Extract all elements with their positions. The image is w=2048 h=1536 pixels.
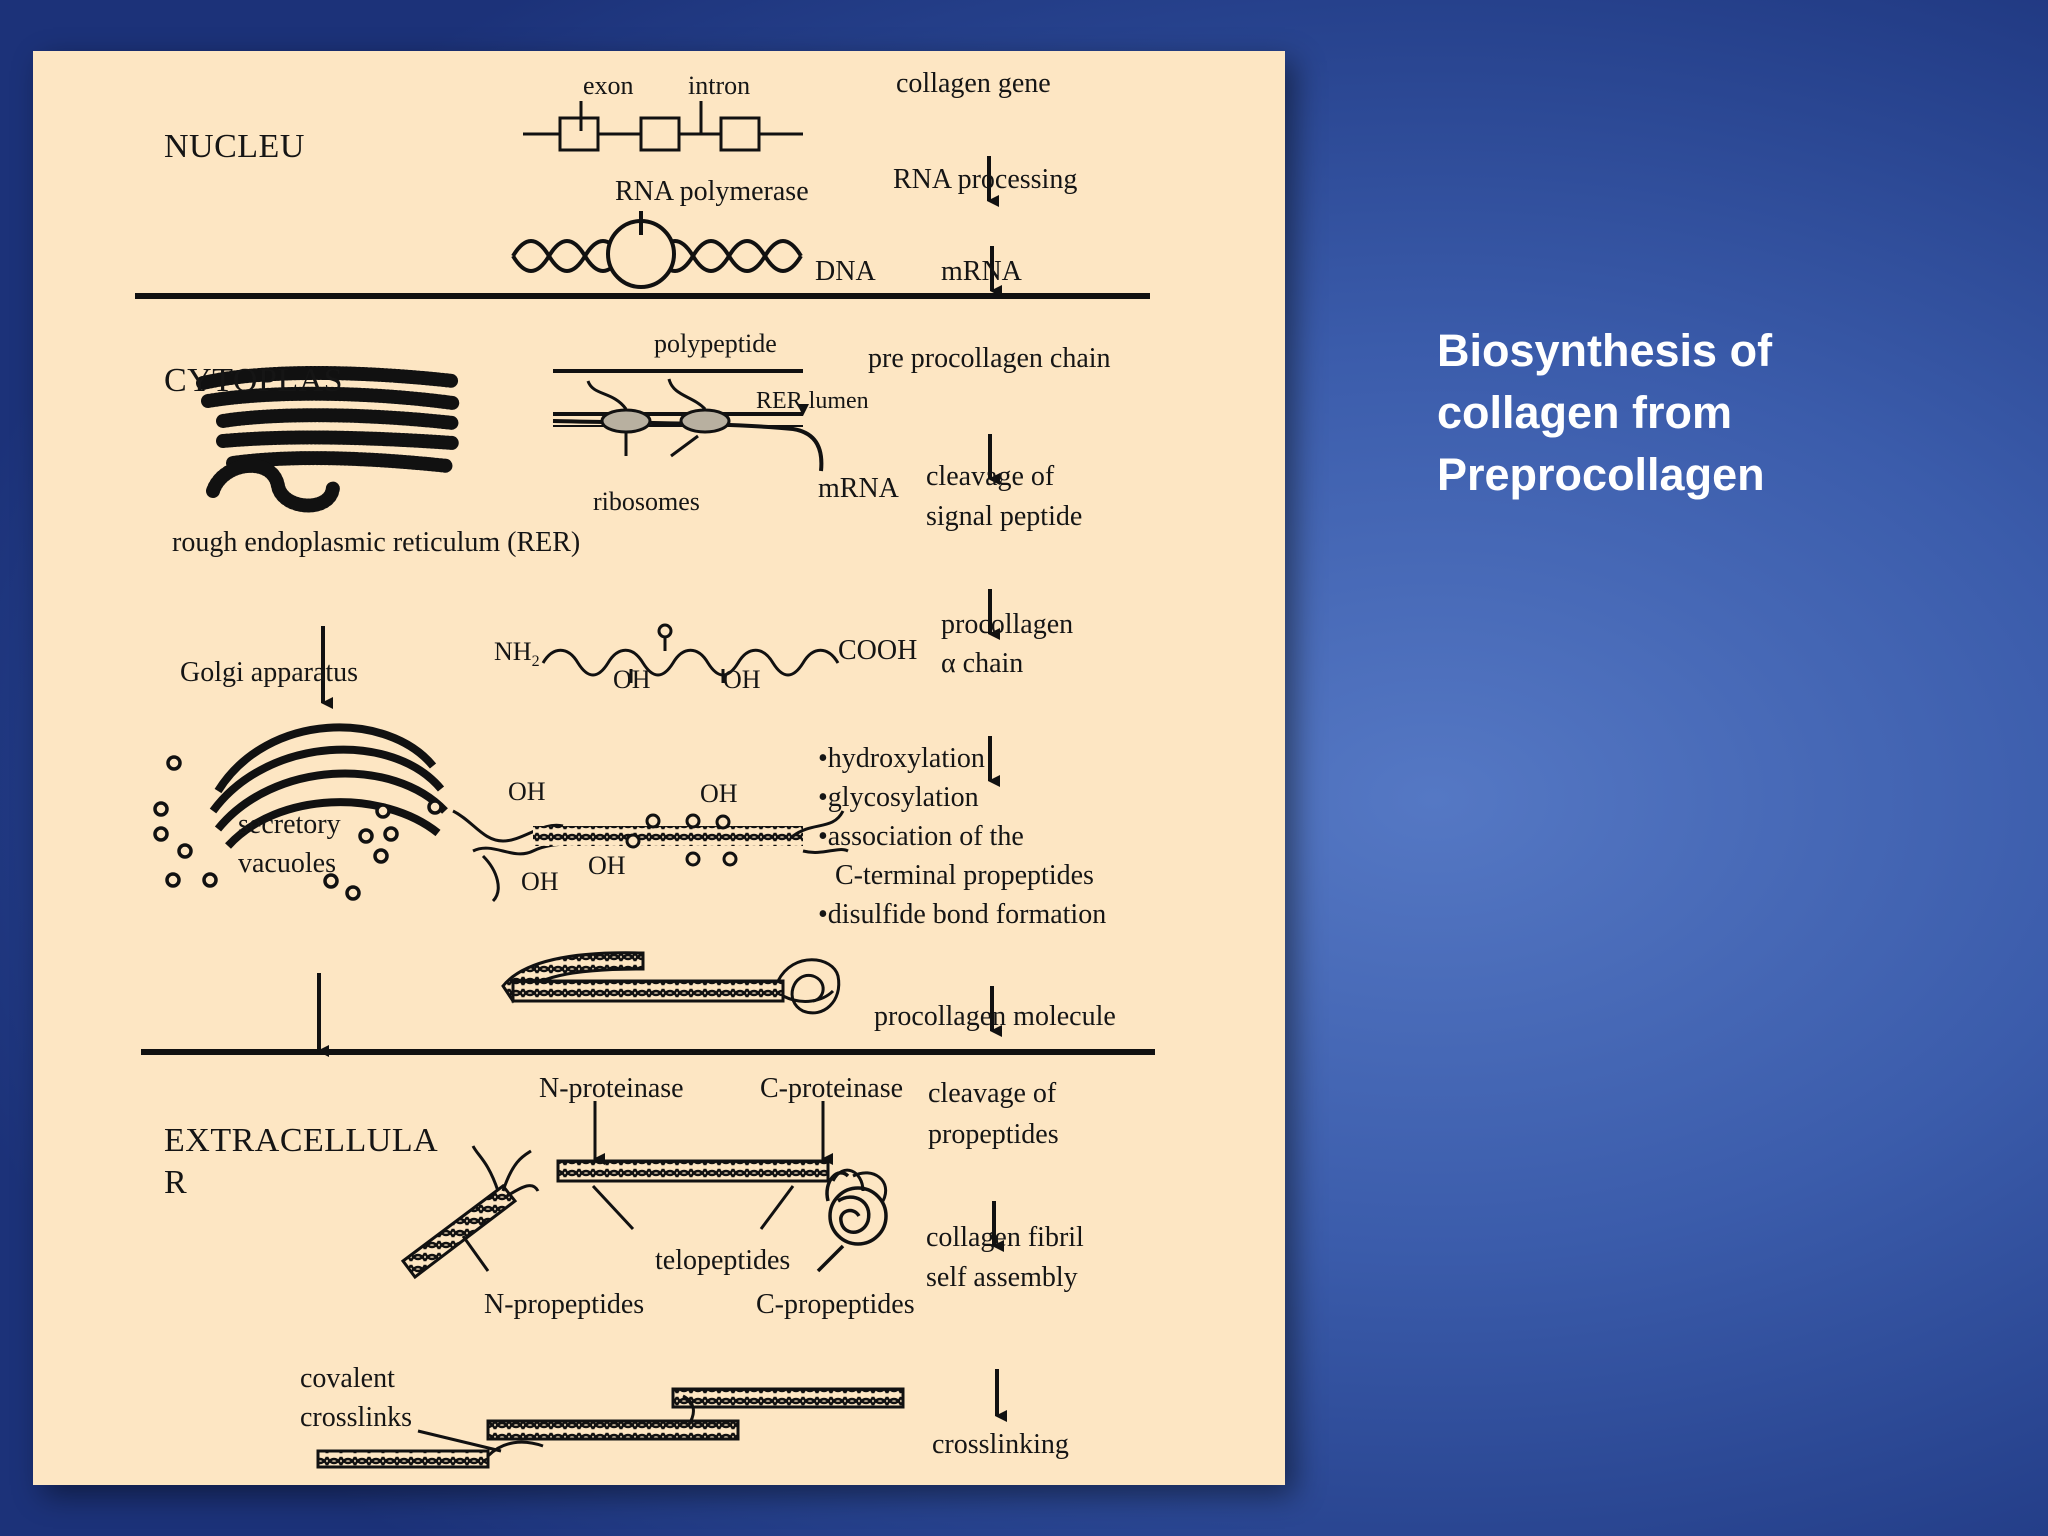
label-rna-polymerase: RNA polymerase xyxy=(615,176,809,207)
label-rer: rough endoplasmic reticulum (RER) xyxy=(172,527,581,558)
label-oh-2: OH xyxy=(723,665,761,694)
label-cleavage-signal-1: cleavage of xyxy=(926,461,1055,492)
label-polypeptide: polypeptide xyxy=(654,329,777,358)
label-pre-procollagen-chain: pre procollagen chain xyxy=(868,343,1111,374)
label-crosslinks: crosslinks xyxy=(300,1402,412,1433)
slide-title: Biosynthesis of collagen from Preprocoll… xyxy=(1437,320,1997,506)
label-procollagen-alpha-2: α chain xyxy=(941,648,1024,679)
label-telopeptides: telopeptides xyxy=(655,1245,791,1276)
label-oh-1: OH xyxy=(613,665,651,694)
rer-shape xyxy=(196,366,460,513)
label-c-propeptides: C-propeptides xyxy=(756,1289,915,1320)
label-oh-5: OH xyxy=(588,851,626,880)
label-secretory: secretory xyxy=(238,809,341,840)
label-cleavage-signal-2: signal peptide xyxy=(926,501,1083,532)
label-cooh: COOH xyxy=(838,635,918,666)
golgi-shape xyxy=(209,723,448,849)
label-collagen-fibril-1: collagen fibril xyxy=(926,1222,1084,1253)
label-nh2-sub: 2 xyxy=(531,653,540,671)
label-oh-4: OH xyxy=(700,779,738,808)
label-rna-processing: RNA processing xyxy=(893,164,1078,195)
n-propeptide-strand xyxy=(400,1145,540,1280)
label-collagen-gene: collagen gene xyxy=(896,68,1051,99)
label-procollagen-molecule: procollagen molecule xyxy=(874,1001,1116,1032)
label-nh2-text: NH xyxy=(494,637,532,666)
label-procollagen-alpha-1: procollagen xyxy=(941,609,1074,640)
label-intron: intron xyxy=(688,71,751,100)
slide-title-line-1: Biosynthesis of xyxy=(1437,325,1773,376)
label-oh-3: OH xyxy=(508,777,546,806)
alpha-chain xyxy=(541,623,840,683)
section-cytoplasm: CYTOPLAS xyxy=(164,362,344,399)
label-mrna-top: mRNA xyxy=(941,256,1022,287)
label-exon: exon xyxy=(583,71,634,100)
label-covalent: covalent xyxy=(300,1363,395,1394)
slide-title-line-3: Preprocollagen xyxy=(1437,449,1765,500)
c-propeptide-globule xyxy=(816,1171,888,1273)
triple-helix-formation xyxy=(452,809,849,903)
pathway-arrows xyxy=(987,156,1007,1422)
label-association: •association of the xyxy=(818,821,1024,852)
ribosome-diagram xyxy=(552,369,824,472)
left-arrows xyxy=(317,626,333,1057)
section-nucleus: NUCLEU xyxy=(164,128,305,165)
secretory-vacuoles xyxy=(153,755,443,901)
label-c-terminal: C-terminal propeptides xyxy=(835,860,1094,891)
diagram-panel: NUCLEU CYTOPLAS EXTRACELLULA R exon intr… xyxy=(33,51,1285,1485)
section-extracellular-cont: R xyxy=(164,1164,188,1201)
label-collagen-fibril-2: self assembly xyxy=(926,1262,1078,1293)
diagram-graphics xyxy=(135,101,1155,1469)
label-c-proteinase: C-proteinase xyxy=(760,1073,904,1104)
label-cleavage-propeptides-1: cleavage of xyxy=(928,1078,1057,1109)
label-vacuoles: vacuoles xyxy=(238,848,336,879)
label-oh-6: OH xyxy=(521,867,559,896)
gene-diagram xyxy=(523,101,803,152)
label-mrna-mid: mRNA xyxy=(818,473,899,504)
section-extracellular: EXTRACELLULA xyxy=(164,1122,439,1159)
crosslinked-fibrils xyxy=(316,1387,905,1469)
label-nh2: NH2 xyxy=(494,637,540,672)
label-hydroxylation: •hydroxylation xyxy=(818,743,985,774)
label-n-propeptides: N-propeptides xyxy=(484,1289,645,1320)
label-glycosylation: •glycosylation xyxy=(818,782,979,813)
label-golgi: Golgi apparatus xyxy=(180,657,359,688)
dna-strand xyxy=(511,211,803,289)
slide-title-line-2: collagen from xyxy=(1437,387,1733,438)
label-crosslinking: crosslinking xyxy=(932,1429,1069,1460)
label-rer-lumen: RER lumen xyxy=(756,388,869,414)
label-dna: DNA xyxy=(815,256,876,287)
label-n-proteinase: N-proteinase xyxy=(539,1073,684,1104)
proteinase-cleavage xyxy=(556,1101,888,1231)
label-disulfide: •disulfide bond formation xyxy=(818,899,1107,930)
label-ribosomes: ribosomes xyxy=(593,487,700,516)
label-cleavage-propeptides-2: propeptides xyxy=(928,1119,1059,1150)
procollagen-molecule xyxy=(501,951,841,1015)
